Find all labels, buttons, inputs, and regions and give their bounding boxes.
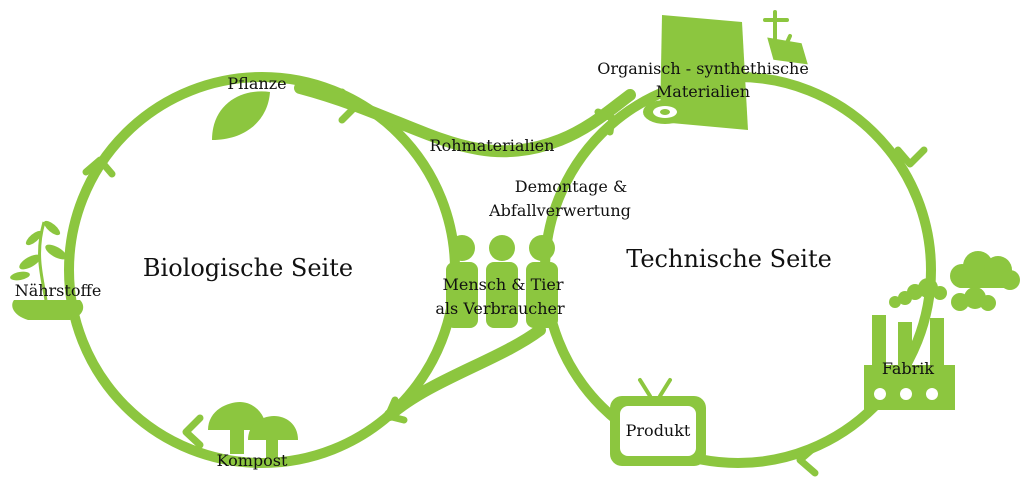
leaf-icon xyxy=(212,91,270,140)
arrow-return xyxy=(384,396,408,424)
consumer-label-line1: Mensch & Tier xyxy=(443,275,564,294)
people-icon xyxy=(446,235,558,328)
mushroom-icon xyxy=(208,402,298,458)
arrow-bottom-left xyxy=(182,414,204,449)
sprout-icon xyxy=(10,220,84,320)
arrow-left xyxy=(82,156,116,178)
arrow-bottom-right xyxy=(796,443,819,477)
arrow-right xyxy=(894,146,928,168)
thread-spool-icon xyxy=(763,10,808,65)
cloud-icon xyxy=(889,251,1020,311)
arrow-top-left xyxy=(338,88,360,124)
product-label: Produkt xyxy=(626,421,691,440)
plant-label: Pflanze xyxy=(227,74,286,93)
disassembly-label-line2: Abfallverwertung xyxy=(488,201,631,220)
biological-side-title: Biologische Seite xyxy=(143,254,353,282)
factory-label: Fabrik xyxy=(882,359,935,378)
tv-icon xyxy=(610,378,706,466)
cycle-arrows xyxy=(82,88,928,477)
materials-label-line2: Materialien xyxy=(656,82,750,101)
materials-label-line1: Organisch - synthethische xyxy=(597,59,809,78)
technical-side-title: Technische Seite xyxy=(626,245,832,273)
arrow-raw-materials xyxy=(594,108,616,136)
compost-label: Kompost xyxy=(217,451,288,470)
consumer-label-line2: als Verbraucher xyxy=(435,299,565,318)
return-band xyxy=(384,324,546,421)
disassembly-label-line1: Demontage & xyxy=(515,177,627,196)
nutrients-label: Nährstoffe xyxy=(15,281,102,300)
raw-materials-label: Rohmaterialien xyxy=(430,136,555,155)
fabric-roll-icon xyxy=(643,15,748,130)
factory-icon xyxy=(864,315,955,410)
